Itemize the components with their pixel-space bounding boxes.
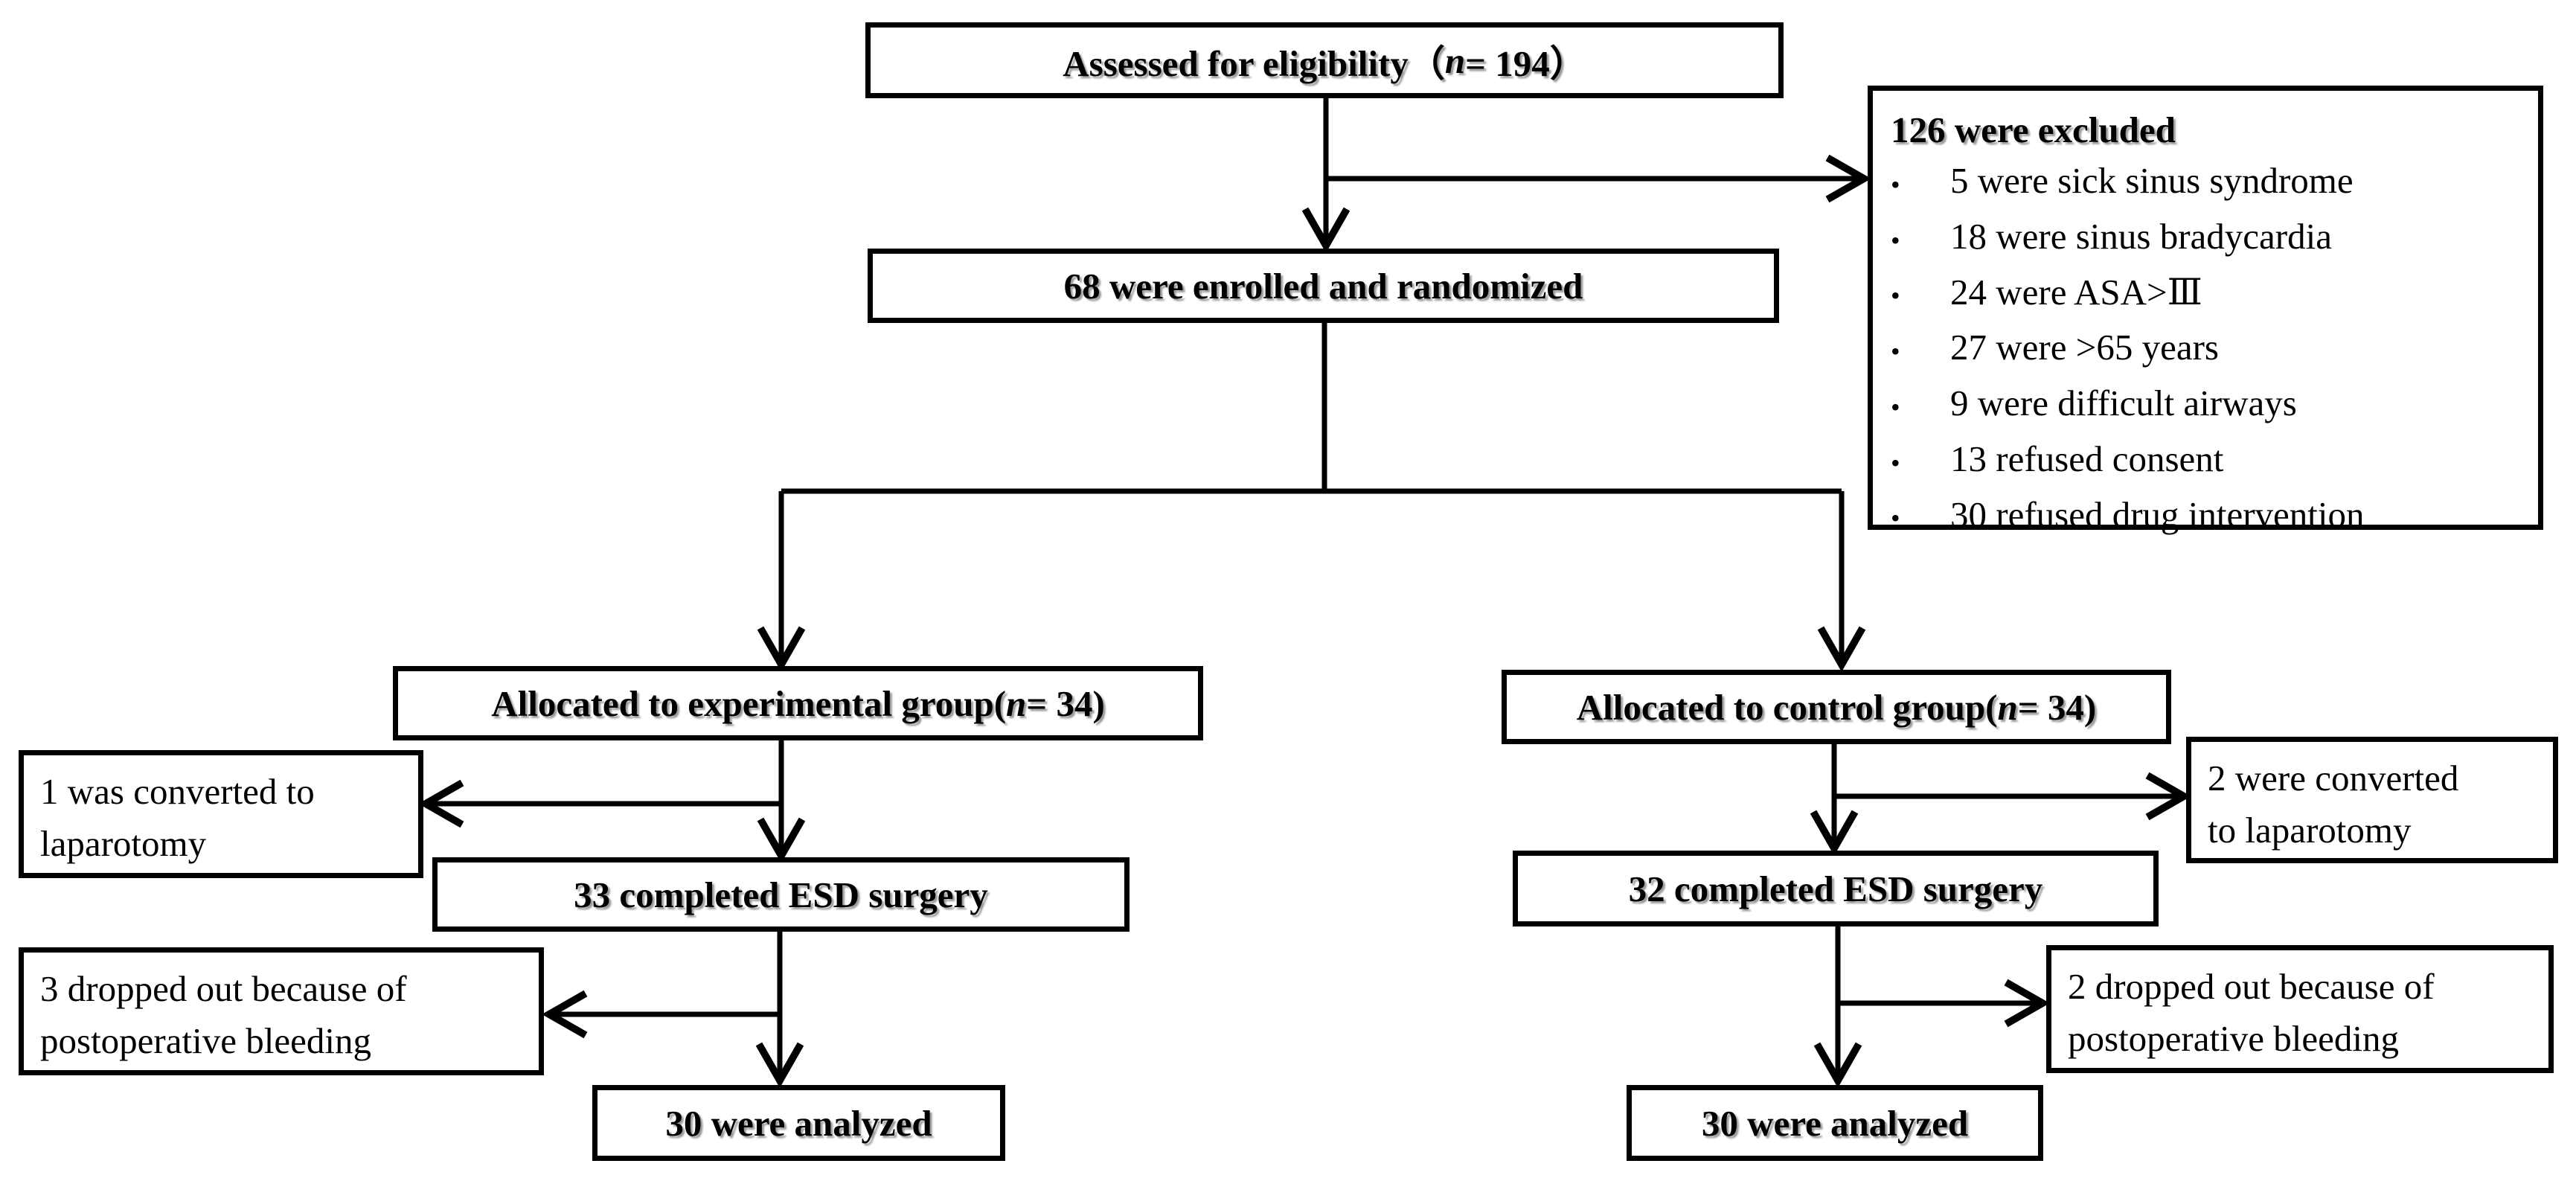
experimental-completed-label: 33 completed ESD surgery xyxy=(574,874,988,915)
control-completed-box: 32 completed ESD surgery xyxy=(1513,851,2159,926)
assessed-label: Assessed for eligibility（ xyxy=(1063,42,1445,84)
list-item: •5 were sick sinus syndrome xyxy=(1891,160,2354,201)
experimental-analyzed-label: 30 were analyzed xyxy=(665,1102,932,1144)
experimental-converted-line-2: laparotomy xyxy=(40,823,207,864)
excluded-box: 126 were excluded •5 were sick sinus syn… xyxy=(1868,86,2543,535)
control-converted-box: 2 were converted to laparotomy xyxy=(2186,737,2558,863)
list-item: •30 refused drug intervention xyxy=(1891,493,2365,535)
control-dropped-box: 2 dropped out because of postoperative b… xyxy=(2046,945,2554,1073)
assessed-n-value: = 194） xyxy=(1465,42,1586,84)
experimental-converted-line-1: 1 was converted to xyxy=(40,771,315,812)
list-item: •18 were sinus bradycardia xyxy=(1891,215,2332,257)
control-analyzed-box: 30 were analyzed xyxy=(1627,1085,2043,1161)
control-n-symbol: n xyxy=(1997,686,2018,728)
experimental-n-value: = 34) xyxy=(1026,682,1105,724)
control-analyzed-label: 30 were analyzed xyxy=(1701,1102,1969,1144)
control-allocated-label: Allocated to control group( xyxy=(1576,686,1998,728)
experimental-n-symbol: n xyxy=(1006,682,1027,724)
experimental-dropped-line-2: postoperative bleeding xyxy=(40,1020,371,1061)
experimental-allocated-label: Allocated to experimental group( xyxy=(491,682,1007,724)
experimental-completed-box: 33 completed ESD surgery xyxy=(432,857,1130,932)
control-n-value: = 34) xyxy=(2017,686,2097,728)
experimental-analyzed-box: 30 were analyzed xyxy=(592,1085,1005,1161)
control-dropped-line-2: postoperative bleeding xyxy=(2068,1018,2399,1059)
list-item: •9 were difficult airways xyxy=(1891,383,2297,423)
control-converted-line-1: 2 were converted xyxy=(2208,758,2459,798)
list-item: •27 were >65 years xyxy=(1891,327,2219,368)
control-converted-line-2: to laparotomy xyxy=(2208,810,2412,851)
enrolled-box: 68 were enrolled and randomized xyxy=(868,249,1779,323)
experimental-dropped-box: 3 dropped out because of postoperative b… xyxy=(19,947,544,1075)
enrolled-label: 68 were enrolled and randomized xyxy=(1063,265,1583,307)
experimental-allocated-box: Allocated to experimental group(n = 34) xyxy=(393,666,1203,740)
list-item: •13 refused consent xyxy=(1891,438,2224,479)
assessed-box: Assessed for eligibility（n = 194） xyxy=(865,22,1784,98)
assessed-n-symbol: n xyxy=(1444,39,1466,81)
control-dropped-line-1: 2 dropped out because of xyxy=(2068,966,2435,1007)
control-allocated-box: Allocated to control group(n = 34) xyxy=(1502,670,2171,744)
experimental-converted-box: 1 was converted to laparotomy xyxy=(19,750,423,878)
experimental-dropped-line-1: 3 dropped out because of xyxy=(40,968,407,1009)
excluded-list: •5 were sick sinus syndrome •18 were sin… xyxy=(1873,155,2538,544)
excluded-title: 126 were excluded xyxy=(1891,109,2176,150)
list-item: •24 were ASA>Ⅲ xyxy=(1891,271,2202,313)
control-completed-label: 32 completed ESD surgery xyxy=(1628,868,2043,909)
